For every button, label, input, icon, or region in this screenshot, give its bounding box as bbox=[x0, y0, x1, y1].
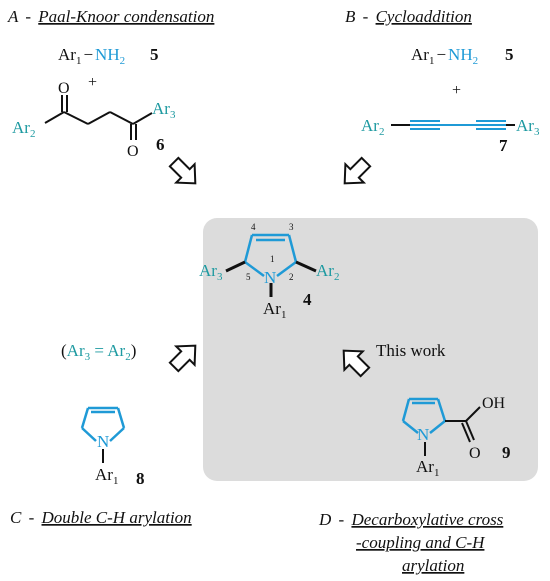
panel-d-heading-line1: D - Decarboxylative cross bbox=[318, 510, 504, 529]
panel-d-heading-line2: -coupling and C-H bbox=[356, 533, 486, 552]
pyrrole-4-substituent-bonds bbox=[225, 260, 317, 297]
diyne-ar3: Ar3 bbox=[516, 116, 540, 138]
compound-7-number: 7 bbox=[499, 136, 508, 155]
amine-5-right: Ar1−NH2 bbox=[411, 45, 478, 67]
compound-5-number-right: 5 bbox=[505, 45, 514, 64]
hollow-arrow-down-left-icon bbox=[343, 156, 372, 185]
hollow-arrow-up-right-icon bbox=[168, 344, 197, 373]
pyrrole-8-n-ar1: Ar1 bbox=[95, 465, 118, 487]
compound-9-number: 9 bbox=[502, 443, 511, 462]
pyrrole-8-nitrogen: N bbox=[97, 432, 109, 451]
diyne-7-structure bbox=[391, 120, 515, 130]
diketone-6-structure bbox=[44, 95, 153, 140]
compound-8-number: 8 bbox=[136, 469, 145, 488]
panel-b-heading: B - Cycloaddition bbox=[345, 7, 472, 26]
diketone-ar2: Ar2 bbox=[12, 118, 35, 140]
acid-o-label: O bbox=[469, 445, 481, 462]
position-2-label: 2 bbox=[289, 272, 294, 282]
pyrrole-9-nitrogen: N bbox=[417, 425, 429, 444]
pyrrole-9-ring bbox=[401, 397, 447, 434]
carbonyl-o-bottom: O bbox=[127, 143, 139, 160]
compound-6-number: 6 bbox=[156, 135, 165, 154]
product-ar3: Ar3 bbox=[199, 261, 223, 283]
hollow-arrow-down-right-icon bbox=[168, 156, 197, 185]
plus-sign-b: + bbox=[452, 82, 461, 99]
pyrrole-4-nitrogen: N bbox=[264, 268, 276, 287]
panel-d: This work N OH O Ar1 9 D - De bbox=[318, 341, 511, 575]
panel-d-heading-line3: arylation bbox=[402, 556, 464, 575]
position-1-label: 1 bbox=[270, 254, 275, 264]
panel-a-heading: A - Paal-Knoor condensation bbox=[7, 7, 214, 26]
this-work-panel bbox=[203, 218, 538, 481]
position-3-label: 3 bbox=[289, 222, 294, 232]
equal-aryl-condition: (Ar3 = Ar2) bbox=[61, 341, 136, 363]
panel-a: A - Paal-Knoor condensation Ar1−NH2 5 + … bbox=[7, 7, 214, 185]
this-work-label: This work bbox=[376, 341, 446, 360]
carboxylic-acid-bonds bbox=[424, 406, 481, 456]
product-ar2: Ar2 bbox=[316, 261, 339, 283]
pyrrole-product-4: N 1 2 3 4 5 Ar3 Ar2 Ar1 4 bbox=[199, 222, 339, 321]
pyrrole-4-ring bbox=[243, 233, 298, 278]
plus-sign-a: + bbox=[88, 74, 97, 91]
amine-5-left: Ar1−NH2 bbox=[58, 45, 125, 67]
compound-4-number: 4 bbox=[303, 290, 312, 309]
panel-b: B - Cycloaddition Ar1−NH2 5 + Ar2 Ar3 7 bbox=[343, 7, 540, 185]
acid-oh-label: OH bbox=[482, 395, 506, 412]
hollow-arrow-up-left-icon bbox=[342, 349, 371, 378]
position-5-label: 5 bbox=[246, 272, 251, 282]
compound-5-number-left: 5 bbox=[150, 45, 159, 64]
panel-c: (Ar3 = Ar2) N Ar1 8 C - Double C-H aryla… bbox=[10, 341, 197, 527]
position-4-label: 4 bbox=[251, 222, 256, 232]
diyne-ar2: Ar2 bbox=[361, 116, 384, 138]
panel-c-heading: C - Double C-H arylation bbox=[10, 508, 192, 527]
product-n-ar1: Ar1 bbox=[263, 299, 286, 321]
diketone-ar3: Ar3 bbox=[152, 99, 176, 121]
pyrrole-9-n-ar1: Ar1 bbox=[416, 457, 439, 479]
pyrrole-8-ring bbox=[80, 406, 126, 442]
carbonyl-o-top: O bbox=[58, 80, 70, 97]
